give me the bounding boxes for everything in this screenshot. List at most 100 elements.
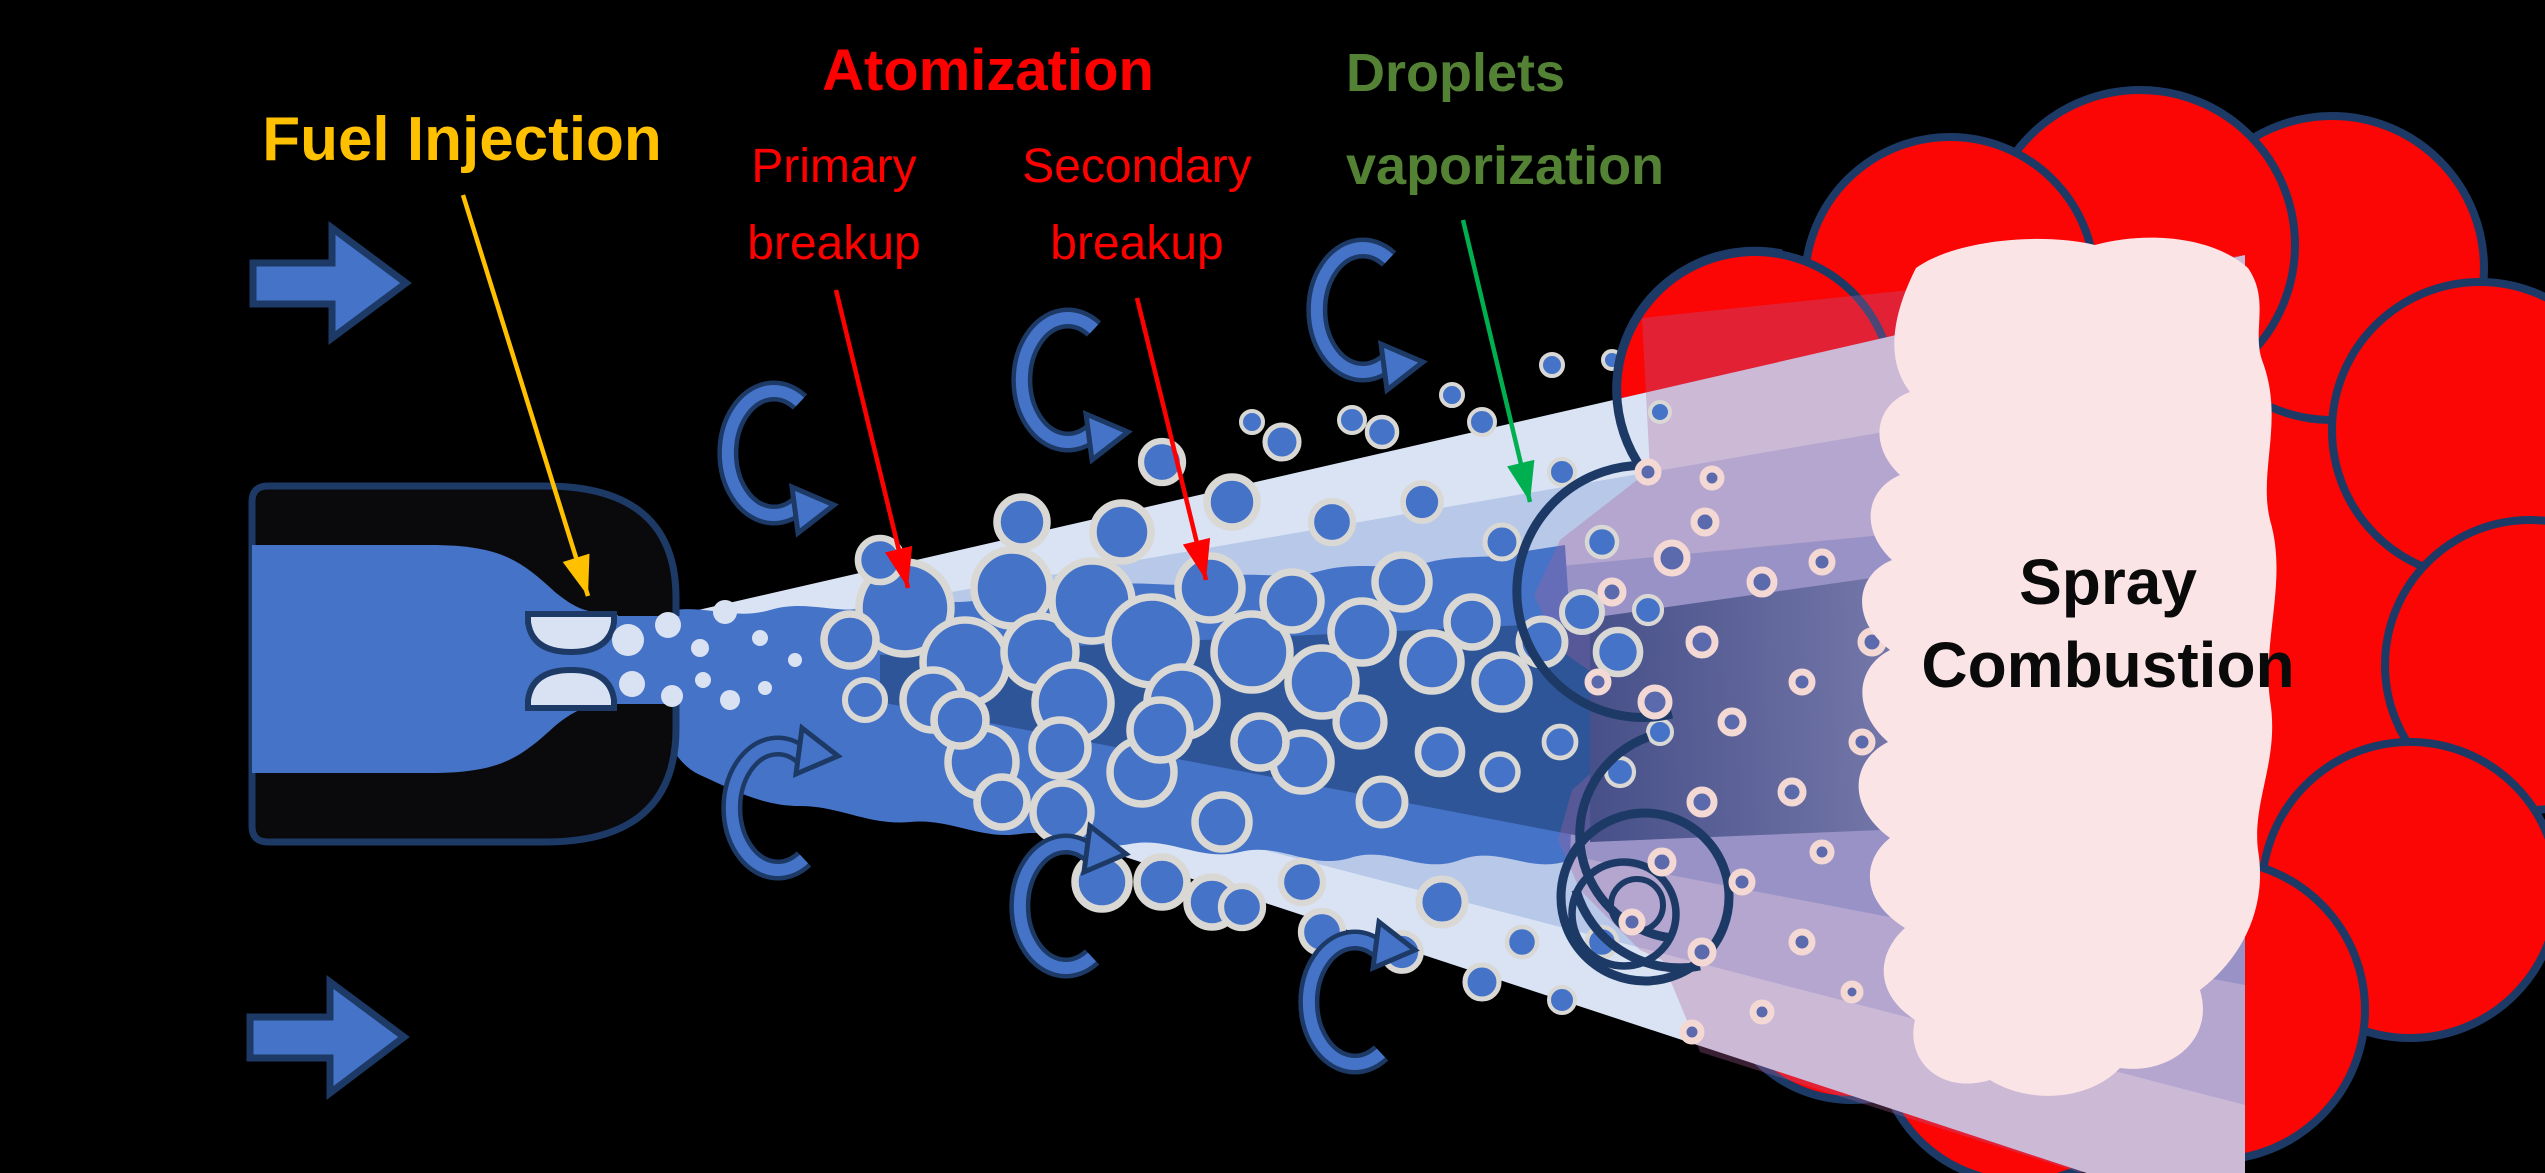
fuel-droplet [1539, 352, 1565, 378]
inner-flame-pink-cloud [1858, 237, 2277, 1096]
fuel-droplet [1541, 723, 1579, 761]
fuel-droplet [1479, 751, 1521, 793]
fuel-droplet [1217, 882, 1267, 932]
nozzle-droplet [691, 639, 709, 657]
atomization-label: Atomization [822, 38, 1154, 103]
nozzle-droplet [661, 685, 683, 707]
fuel-droplet [993, 493, 1051, 551]
vaporizing-droplet [1647, 847, 1677, 877]
secondary-breakup-label-line1: Secondary [1022, 140, 1251, 193]
fuel-droplet [1230, 712, 1290, 772]
fuel-droplet [820, 610, 880, 670]
fuel-droplet [1467, 407, 1497, 437]
fuel-droplet [1029, 779, 1095, 845]
nozzle-droplet [619, 671, 645, 697]
vaporizing-droplet [1777, 777, 1807, 807]
primary-breakup-pointer-line [833, 289, 911, 589]
fuel-droplet [1262, 422, 1302, 462]
fuel-droplet [1371, 551, 1433, 613]
fuel-droplet [1559, 589, 1605, 635]
nozzle-droplet [713, 600, 737, 624]
fuel-droplet [1443, 593, 1501, 651]
fuel-droplet [1203, 473, 1261, 531]
nozzle-droplet [788, 653, 802, 667]
fuel-droplet [1547, 985, 1577, 1015]
fuel-droplet [1646, 718, 1674, 746]
vaporization-pointer-line [1460, 219, 1533, 503]
fuel-injection-label: Fuel Injection [262, 105, 662, 174]
fuel-droplet [1337, 405, 1367, 435]
fuel-droplet [1089, 499, 1155, 565]
vaporizing-droplet [1690, 507, 1720, 537]
spray-combustion-label-line1: Spray [2019, 546, 2197, 618]
nozzle-droplet [695, 672, 711, 688]
vaporizing-droplet [1685, 625, 1719, 659]
vaporizing-droplet [1808, 548, 1836, 576]
fuel-droplet [1584, 924, 1620, 960]
fuel-droplet [1364, 414, 1400, 450]
nozzle-lip-bottom [525, 666, 617, 711]
airflow-arrow-bottom [246, 975, 410, 1101]
fuel-droplet [1547, 457, 1577, 487]
fuel-droplet [973, 773, 1031, 831]
fuel-droplet [1584, 524, 1620, 560]
nozzle-droplet [612, 624, 644, 656]
vaporizing-droplet [1809, 839, 1835, 865]
vaporizing-droplet [1597, 577, 1627, 607]
fuel-droplet [1174, 552, 1246, 624]
flame-left-arc-top [1612, 246, 1783, 472]
vaporizing-droplet [1653, 539, 1691, 577]
nozzle-droplet [655, 612, 681, 638]
vaporizing-droplet [1717, 707, 1747, 737]
vaporizing-droplet [1728, 868, 1756, 896]
fuel-droplet [1592, 626, 1644, 678]
fuel-droplet [1133, 853, 1191, 911]
nozzle-lip-top [525, 611, 617, 656]
vaporizing-droplet [1679, 1019, 1705, 1045]
fuel-droplet [1327, 597, 1397, 667]
vortex-spiral-ring [1568, 858, 1680, 970]
fuel-droplet [1439, 382, 1465, 408]
vaporizing-droplet [1618, 908, 1646, 936]
vortex-spiral-ring [1556, 808, 1734, 986]
fuel-droplet [1415, 875, 1469, 929]
fuel-droplet [1028, 716, 1092, 780]
primary-breakup-pointer-head [884, 545, 913, 588]
vaporizing-droplet [1686, 786, 1718, 818]
fuel-droplet [930, 690, 990, 750]
fuel-injection-pointer-head [562, 553, 590, 596]
flame-left-arc-bottom [1571, 888, 1701, 973]
fuel-droplet [1399, 629, 1465, 695]
fuel-droplet [1277, 857, 1327, 907]
fuel-droplet [1631, 593, 1665, 627]
fuel-droplet [1355, 775, 1409, 829]
fuel-injection-pointer-line [460, 194, 591, 597]
fuel-droplet [1400, 480, 1444, 524]
vaporizing-droplet [1840, 980, 1864, 1004]
annotation-pointers [460, 194, 1535, 597]
fuel-droplet [1482, 522, 1522, 562]
secondary-breakup-label-line2: breakup [1050, 217, 1223, 270]
airflow-arrow-top [249, 221, 412, 345]
fuel-droplet [1332, 694, 1388, 750]
vaporization-pointer-head [1507, 459, 1535, 502]
fuel-droplet [842, 677, 888, 723]
flame-left-arc-mid [1512, 460, 1674, 722]
vaporizing-droplet [1746, 566, 1778, 598]
vaporizing-droplet [1687, 937, 1717, 967]
primary-breakup-label-line2: breakup [747, 217, 920, 270]
droplets-vaporization-label-line1: Droplets [1346, 43, 1565, 103]
spray-combustion-label-line2: Combustion [1921, 629, 2294, 701]
flame-boundary-arcs [1512, 246, 1783, 986]
fuel-droplet [1648, 400, 1672, 424]
fuel-reservoir [252, 545, 618, 773]
fuel-droplet [1471, 651, 1533, 713]
fuel-droplet [1504, 924, 1540, 960]
fuel-droplet [1210, 610, 1294, 694]
vaporizing-droplet [1749, 999, 1775, 1025]
vaporizing-droplet [1788, 668, 1816, 696]
vaporizing-droplet [1634, 458, 1662, 486]
secondary-breakup-pointer-head [1182, 537, 1211, 580]
